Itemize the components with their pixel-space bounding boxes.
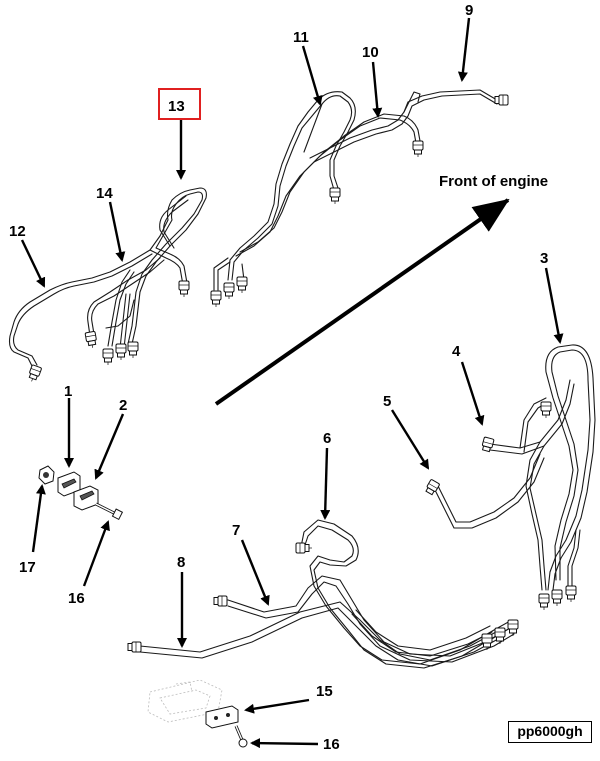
callout-9[interactable]: 9 xyxy=(465,2,473,19)
callout-5[interactable]: 5 xyxy=(383,393,391,410)
callout-7[interactable]: 7 xyxy=(232,522,240,539)
callout-4[interactable]: 4 xyxy=(452,343,461,360)
clamp-part-2 xyxy=(73,485,99,511)
leader-lines xyxy=(20,17,564,749)
nut-part-17 xyxy=(38,465,55,485)
callout-2[interactable]: 2 xyxy=(119,397,127,414)
callout-3[interactable]: 3 xyxy=(540,250,548,267)
line-assembly-12-13-14 xyxy=(8,187,207,384)
callout-11[interactable]: 11 xyxy=(293,29,309,46)
line-assembly-6-7-8 xyxy=(127,519,519,669)
clamp-part-1 xyxy=(57,471,81,497)
callout-16-lower[interactable]: 16 xyxy=(323,736,340,753)
callout-14[interactable]: 14 xyxy=(96,185,113,202)
callout-1[interactable]: 1 xyxy=(64,383,72,400)
callout-10[interactable]: 10 xyxy=(362,44,379,61)
callout-6[interactable]: 6 xyxy=(323,430,331,447)
bolt-part-16 xyxy=(95,502,124,521)
callout-13[interactable]: 13 xyxy=(168,98,185,115)
bottom-clamp-parts xyxy=(147,679,248,748)
line-assembly-9-10-11 xyxy=(210,89,509,308)
callout-17[interactable]: 17 xyxy=(19,559,36,576)
callout-8[interactable]: 8 xyxy=(177,554,185,571)
clamp-parts xyxy=(38,465,124,521)
callout-12[interactable]: 12 xyxy=(9,223,26,240)
front-of-engine-label: Front of engine xyxy=(439,173,548,190)
callout-15[interactable]: 15 xyxy=(316,683,333,700)
callout-13-highlight-box xyxy=(158,88,201,120)
front-of-engine-arrow xyxy=(214,198,510,406)
callout-16-upper[interactable]: 16 xyxy=(68,590,85,607)
line-assembly-3-4-5 xyxy=(424,344,596,611)
clamp-part-15 xyxy=(205,705,239,729)
figure-reference-code: pp6000gh xyxy=(508,721,592,743)
bolt-part-16-bottom xyxy=(234,725,248,748)
